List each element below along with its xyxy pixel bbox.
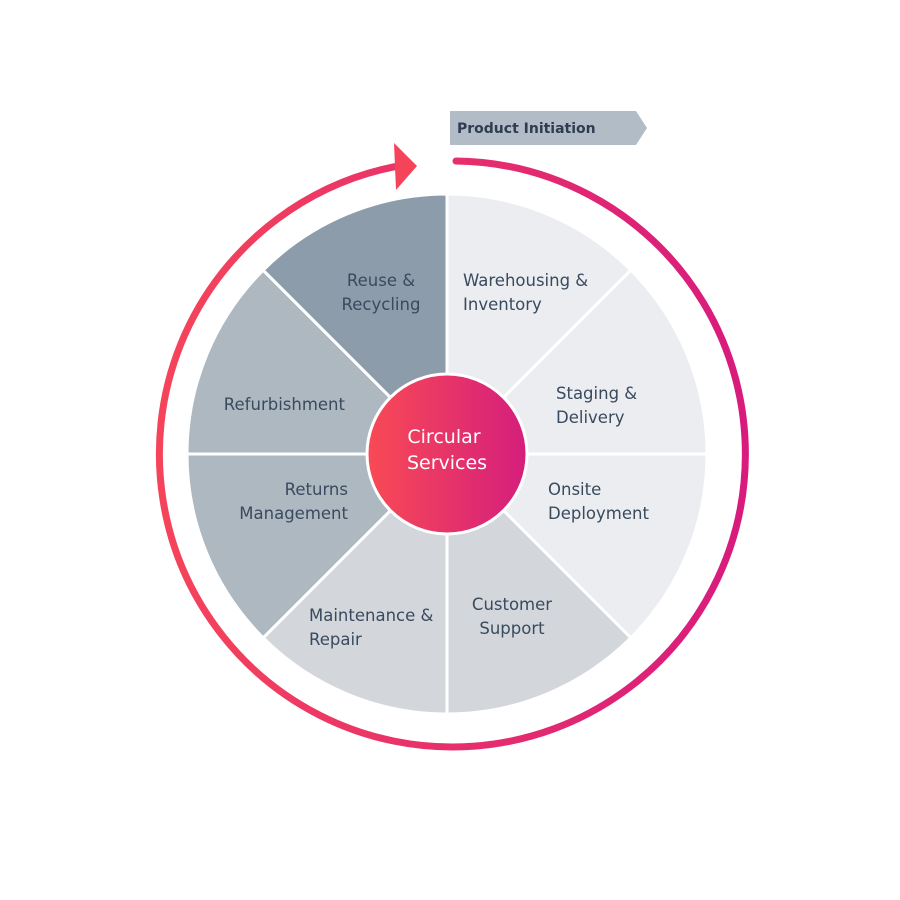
center-label-line: Services (407, 452, 487, 474)
segment-label-line: Customer (472, 595, 552, 614)
segment-label-refurbishment: Refurbishment (224, 395, 346, 414)
segment-label-line: Onsite (548, 480, 601, 499)
center-label: Circular Services (407, 426, 487, 474)
segment-label-line: Deployment (548, 504, 649, 523)
cycle-arc (155, 157, 749, 751)
product-initiation-tag: Product Initiation (450, 111, 647, 145)
segment-label-line: Repair (309, 630, 362, 649)
segment-label-line: Inventory (463, 295, 542, 314)
segment-label-line: Delivery (556, 408, 625, 427)
segment-label-staging-delivery: Staging & Delivery (556, 384, 637, 427)
product-initiation-label: Product Initiation (457, 121, 596, 137)
segment-label-line: Recycling (342, 295, 421, 314)
segment-label-line: Management (239, 504, 348, 523)
segment-label-line: Refurbishment (224, 395, 346, 414)
segment-label-line: Returns (285, 480, 348, 499)
center-circle (365, 372, 529, 536)
product-initiation-banner (450, 111, 647, 145)
segment-label-line: Warehousing & (463, 271, 588, 290)
segment-label-maintenance-repair: Maintenance & Repair (309, 606, 434, 649)
center-label-line: Circular (407, 426, 480, 448)
segment-label-line: Staging & (556, 384, 637, 403)
cycle-arrowhead-icon (394, 143, 417, 190)
segment-label-line: Maintenance & (309, 606, 434, 625)
segment-label-line: Reuse & (347, 271, 415, 290)
segment-label-line: Support (479, 619, 545, 638)
segment-label-reuse-recycling: Reuse & Recycling (342, 271, 421, 314)
segment-label-warehousing-inventory: Warehousing & Inventory (463, 271, 588, 314)
